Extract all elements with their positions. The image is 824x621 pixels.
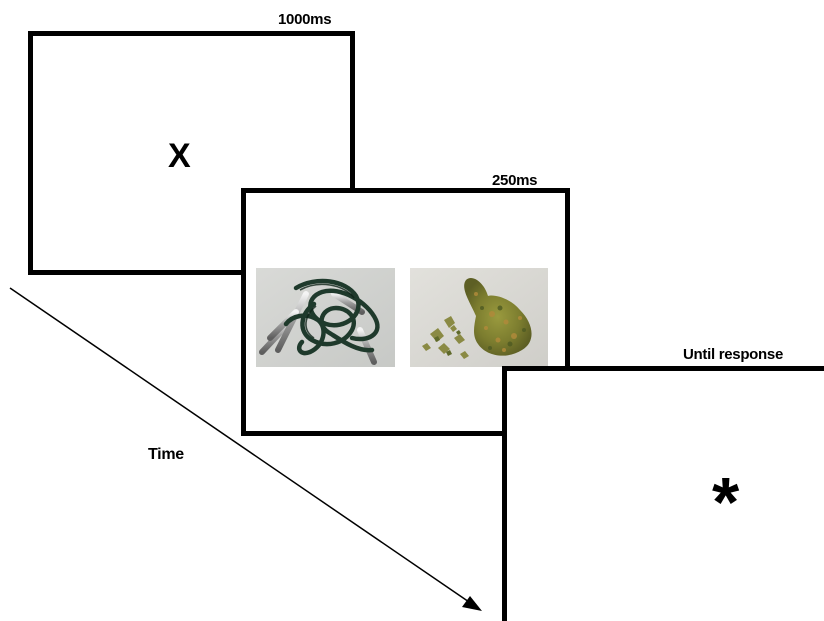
response-asterisk: * — [712, 463, 740, 541]
fixation-duration-label: 1000ms — [278, 11, 332, 28]
fixation-frame — [28, 31, 355, 275]
response-frame — [502, 366, 824, 621]
cannabis-image — [410, 268, 548, 367]
time-arrow-line — [9, 287, 473, 605]
stimulus-duration-label: 250ms — [492, 172, 538, 189]
time-label: Time — [148, 446, 184, 463]
paraphernalia-image — [256, 268, 395, 367]
fixation-cross: X — [168, 137, 191, 175]
response-duration-label: Until response — [683, 346, 783, 363]
time-arrow-head — [462, 596, 482, 611]
